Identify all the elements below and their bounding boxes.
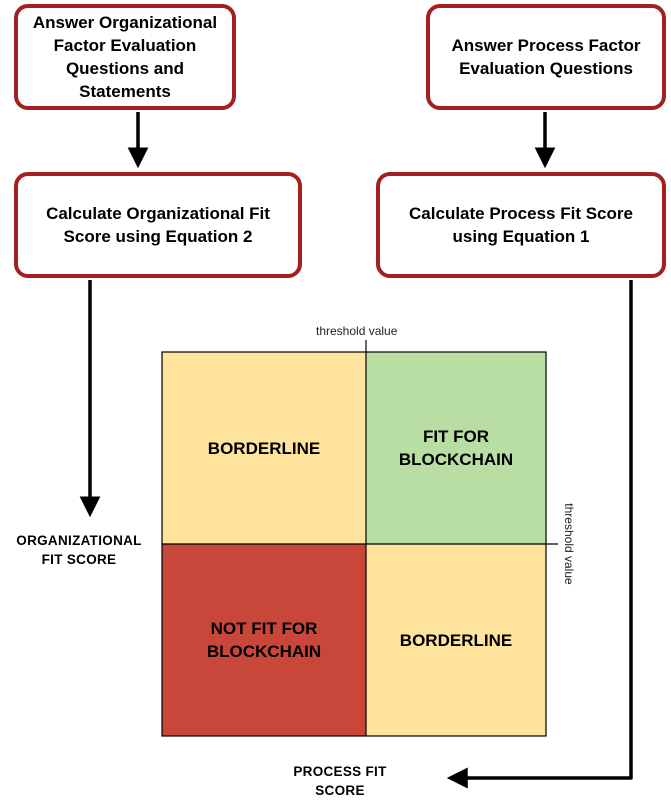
process-fit-score-label: PROCESS FIT SCORE <box>293 764 387 798</box>
quadrant-bottom-right: BORDERLINE <box>366 544 546 736</box>
org-calc-text: Calculate Organizational Fit Score using… <box>46 204 270 246</box>
threshold-right-label: threshold value <box>562 503 576 585</box>
org-questions-text: Answer Organizational Factor Evaluation … <box>32 13 218 101</box>
threshold-top-label: threshold value <box>316 324 398 338</box>
quadrant-bottom-left-label: NOT FIT FOR BLOCKCHAIN <box>206 619 322 661</box>
proc-calc-text: Calculate Process Fit Score using Equati… <box>409 204 633 246</box>
organizational-fit-score-label: ORGANIZATIONAL FIT SCORE <box>16 533 142 567</box>
org-questions-box: Answer Organizational Factor Evaluation … <box>14 4 236 110</box>
org-calc-box: Calculate Organizational Fit Score using… <box>14 172 302 278</box>
quadrant-bottom-right-label: BORDERLINE <box>399 630 513 650</box>
quadrant-top-left-label: BORDERLINE <box>207 438 321 458</box>
quadrant-top-right-label: FIT FOR BLOCKCHAIN <box>398 427 514 469</box>
proc-calc-box: Calculate Process Fit Score using Equati… <box>376 172 666 278</box>
quadrant-top-right: FIT FOR BLOCKCHAIN <box>366 352 546 544</box>
arrow-to-process-fit-score <box>446 280 633 789</box>
proc-questions-box: Answer Process Factor Evaluation Questio… <box>426 4 666 110</box>
proc-questions-text: Answer Process Factor Evaluation Questio… <box>451 36 641 78</box>
quadrant-bottom-left: NOT FIT FOR BLOCKCHAIN <box>162 544 366 736</box>
quadrant-top-left: BORDERLINE <box>162 352 366 544</box>
